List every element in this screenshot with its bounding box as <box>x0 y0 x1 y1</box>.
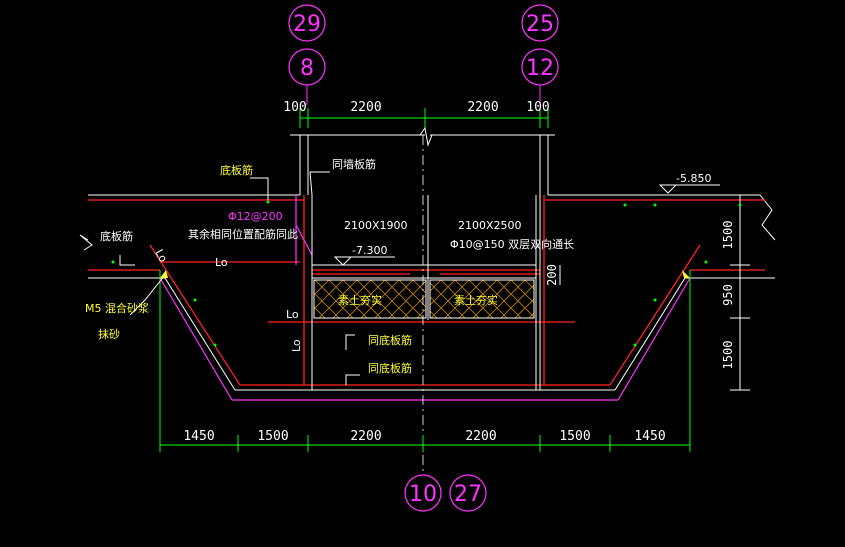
dim-pit-200: 200 <box>545 264 559 286</box>
label-lo-mid: Lo <box>286 308 299 321</box>
dim-bottom-2200-right: 2200 <box>465 429 496 444</box>
dim-top-2200-left: 2200 <box>350 100 381 115</box>
dim-bottom-2200-left: 2200 <box>350 429 381 444</box>
pit-walls <box>311 195 541 390</box>
elevation-top-marker <box>658 184 720 194</box>
label-other-same: 其余相同位置配筋同此 <box>188 227 298 241</box>
red-rebar <box>88 195 765 386</box>
dim-bottom-1450-left: 1450 <box>183 429 214 444</box>
dim-right-950: 950 <box>721 284 735 306</box>
label-same-bottom-2: 同底板筋 <box>368 361 412 375</box>
rebar-dots <box>111 200 742 347</box>
elevation-pit: -7.300 <box>352 244 387 257</box>
axis-label-27: 27 <box>454 482 482 507</box>
opening-right: 2100X2500 <box>458 219 522 232</box>
magenta-outline <box>159 195 691 401</box>
label-m5-mortar: M5 混合砂浆 <box>85 301 149 315</box>
axis-bubble-top-left: 29 8 <box>288 4 326 105</box>
hatch-fill-left <box>313 279 427 319</box>
dim-bottom-1500-left: 1500 <box>257 429 288 444</box>
upper-walls <box>79 126 776 391</box>
dimension-top <box>299 108 549 128</box>
axis-bubble-top-right: 25 12 <box>521 4 559 105</box>
dim-right-1500-bottom: 1500 <box>721 341 735 370</box>
dim-top-100-right: 100 <box>526 100 549 115</box>
label-bottom-rebar-top: 底板筋 <box>220 163 253 177</box>
label-lo-vert: Lo <box>290 339 303 352</box>
dim-right-1500-top: 1500 <box>721 221 735 250</box>
label-bottom-rebar-left: 底板筋 <box>100 229 133 243</box>
hatch-fill-right <box>429 279 535 319</box>
axis-bubble-bottom: 10 27 <box>404 474 487 512</box>
leaders <box>119 171 360 385</box>
opening-left: 2100X1900 <box>344 219 408 232</box>
dimension-bottom <box>159 270 691 452</box>
label-lo-diag: Lo <box>152 247 170 265</box>
elevation-pit-marker <box>333 256 395 266</box>
axis-label-25: 25 <box>526 12 554 37</box>
dim-top-2200-right: 2200 <box>467 100 498 115</box>
label-concrete-right: 素土夯实 <box>454 293 498 307</box>
dimension-right <box>559 194 750 391</box>
label-same-bottom-1: 同底板筋 <box>368 333 412 347</box>
label-phi12: Φ12@200 <box>228 210 283 223</box>
axis-label-8: 8 <box>300 56 314 81</box>
label-concrete-left: 素土夯实 <box>338 293 382 307</box>
label-lo-left: Lo <box>215 256 228 269</box>
dim-bottom-1450-right: 1450 <box>634 429 665 444</box>
axis-label-12: 12 <box>526 56 554 81</box>
axis-label-10: 10 <box>409 482 437 507</box>
label-phi10: Φ10@150 双层双向通长 <box>450 237 574 251</box>
label-same-wall-rebar: 同墙板筋 <box>332 157 376 171</box>
dim-top-100-left: 100 <box>283 100 306 115</box>
dim-bottom-1500-right: 1500 <box>559 429 590 444</box>
axis-label-29: 29 <box>293 12 321 37</box>
elevation-top: -5.850 <box>676 172 711 185</box>
corner-markers <box>160 270 690 278</box>
label-plaster: 抹砂 <box>98 328 120 341</box>
